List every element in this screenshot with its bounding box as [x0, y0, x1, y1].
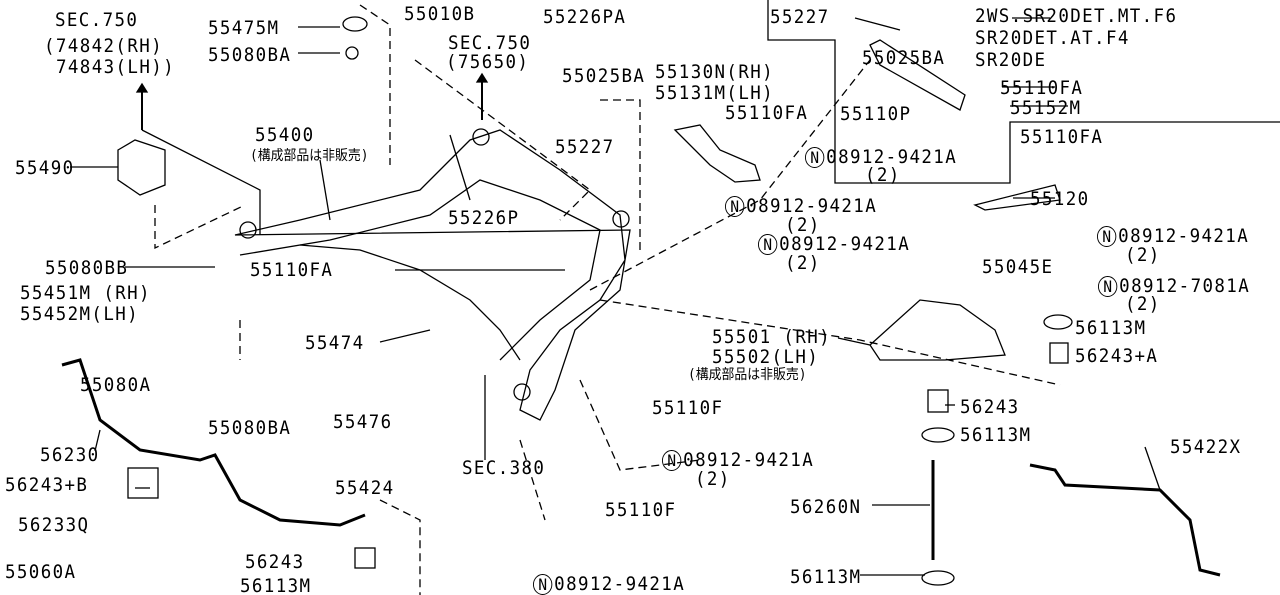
part-55475M: 55475M [208, 17, 280, 39]
part-55130N: 55130N(RH) [655, 61, 775, 83]
part-55110FA-link: 55110FA [1000, 77, 1084, 99]
sec380-label: SEC.380 [462, 457, 546, 479]
part-55110FA-arm: 55110FA [725, 102, 809, 124]
part-56243A: 56243+A [1075, 345, 1159, 367]
part-56113M-low: 56113M [240, 575, 312, 595]
part-55080BA-low: 55080BA [208, 417, 292, 439]
part-55400-note: (構成部品は非販売) [250, 148, 369, 164]
part-55045E: 55045E [982, 256, 1054, 278]
part-55110FA-center: 55110FA [250, 259, 334, 281]
part-55474: 55474 [305, 332, 365, 354]
nut-symbol-icon: N [758, 234, 778, 255]
part-56113M-right: 56113M [1075, 317, 1147, 339]
nut-part-number: 08912-9421A [683, 449, 815, 471]
variant-note-1: 2WS.SR20DET.MT.F6 [975, 5, 1178, 27]
nut-part-number: 08912-9421A [826, 146, 958, 168]
sec750-lh-label: 74843(LH)) [56, 56, 176, 78]
part-56230: 56230 [40, 444, 100, 466]
part-56233Q: 56233Q [18, 514, 90, 536]
nut-symbol-icon: N [662, 450, 682, 471]
nut-part-number: 08912-9421A [746, 195, 878, 217]
nut-qty: (2) [1125, 293, 1161, 315]
part-55501: 55501 (RH) [712, 326, 832, 348]
part-55424: 55424 [335, 477, 395, 499]
variant-note-3: SR20DE [975, 49, 1047, 71]
sec750-rh-label: (74842(RH) [44, 35, 164, 57]
nut-part-number: 08912-9421A [554, 573, 686, 595]
part-55451M: 55451M (RH) [20, 282, 151, 304]
part-55120: 55120 [1030, 188, 1090, 210]
sec750-b-label: SEC.750 [448, 32, 532, 54]
part-55110F-a: 55110F [652, 397, 724, 419]
part-56243-low: 56243 [245, 551, 305, 573]
part-55226P: 55226P [448, 207, 520, 229]
part-55400: 55400 [255, 124, 315, 146]
part-55452M: 55452M(LH) [20, 303, 140, 325]
part-55080BA: 55080BA [208, 44, 292, 66]
nut-qty: (2) [1125, 244, 1161, 266]
nut-part-number: 08912-9421A [779, 233, 911, 255]
part-56113M-right2: 56113M [960, 424, 1032, 446]
part-56243-right: 56243 [960, 396, 1020, 418]
part-55131M: 55131M(LH) [655, 82, 775, 104]
part-55476: 55476 [333, 411, 393, 433]
part-55110F-b: 55110F [605, 499, 677, 521]
part-55025BA: 55025BA [862, 47, 946, 69]
nut-qty: (2) [785, 252, 821, 274]
nut-symbol-icon: N [1097, 226, 1117, 247]
nut-qty: (2) [865, 164, 901, 186]
part-56260N: 56260N [790, 496, 862, 518]
nut-part-number: 08912-9421A [1118, 225, 1250, 247]
nut-qty: (2) [695, 468, 731, 490]
part-56243B: 56243+B [5, 474, 89, 496]
nut-symbol-icon: N [805, 147, 825, 168]
part-56113M-bottom: 56113M [790, 566, 862, 588]
part-55227-mid: 55227 [555, 136, 615, 158]
variant-note-2: SR20DET.AT.F4 [975, 27, 1130, 49]
sec750-ref-label: SEC.750 [55, 9, 139, 31]
sec750-b-sub: (75650) [446, 51, 530, 73]
nut-symbol-icon: N [1098, 276, 1118, 297]
part-55422X: 55422X [1170, 436, 1242, 458]
part-55226PA: 55226PA [543, 6, 627, 28]
part-55080A: 55080A [80, 374, 152, 396]
part-55060A: 55060A [5, 561, 77, 583]
part-55110FA-right: 55110FA [1020, 126, 1104, 148]
part-55501-note: (構成部品は非販売) [688, 367, 807, 383]
part-55010B: 55010B [404, 3, 476, 25]
part-55152M: 55152M [1010, 97, 1082, 119]
part-55110P: 55110P [840, 103, 912, 125]
nut-qty: (2) [785, 214, 821, 236]
nut-symbol-icon: N [533, 574, 553, 595]
part-55227: 55227 [770, 6, 830, 28]
part-55025BA-mid: 55025BA [562, 65, 646, 87]
part-55502: 55502(LH) [712, 346, 820, 368]
part-55080BB: 55080BB [45, 257, 129, 279]
part-55490: 55490 [15, 157, 75, 179]
nut-part-number: 08912-7081A [1119, 275, 1251, 297]
nut-symbol-icon: N [725, 196, 745, 217]
